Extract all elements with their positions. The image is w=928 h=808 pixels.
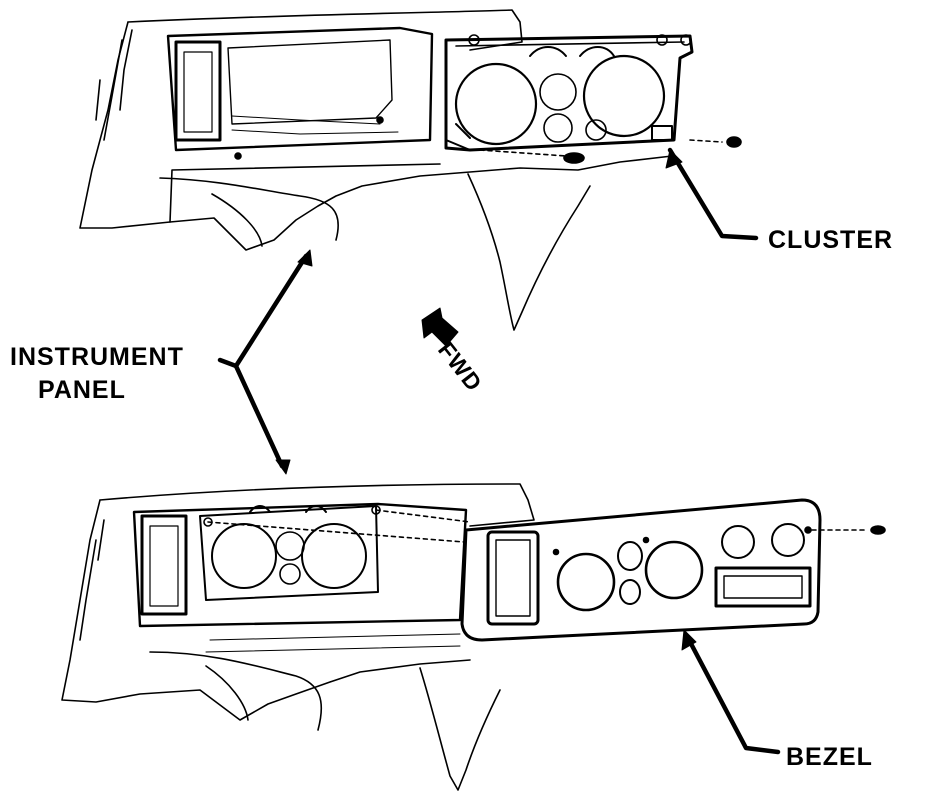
bottom-dash-outline <box>61 483 535 721</box>
bezel-label: BEZEL <box>786 743 873 771</box>
bottom-left-vent <box>140 514 188 616</box>
cluster-label: CLUSTER <box>768 226 894 254</box>
fwd-arrow-icon <box>421 307 459 347</box>
instrument-panel-leaders <box>217 249 313 475</box>
top-dash-assembly <box>79 9 759 331</box>
top-dash-fold-2 <box>211 193 263 247</box>
top-cluster <box>444 34 694 152</box>
bottom-cluster-opening <box>132 502 468 628</box>
bottom-dash-skirt <box>419 667 501 791</box>
top-dash-fold <box>159 177 339 241</box>
top-screw <box>689 139 723 143</box>
top-left-vent <box>174 40 222 142</box>
bottom-dash-assembly <box>61 483 886 791</box>
top-clip <box>563 152 585 164</box>
bottom-dash-fold <box>149 651 323 731</box>
top-dash-wall-lines <box>95 29 133 141</box>
top-dash-lower-edge <box>169 163 441 223</box>
bottom-bezel <box>460 498 822 642</box>
top-dash-skirt <box>467 173 591 331</box>
cluster-leader <box>667 147 759 241</box>
instrument-panel-label-line1: INSTRUMENT <box>10 343 184 371</box>
instrument-panel-label-line2: PANEL <box>38 376 126 404</box>
top-cluster-opening <box>166 26 434 152</box>
bezel-leader <box>685 635 781 755</box>
